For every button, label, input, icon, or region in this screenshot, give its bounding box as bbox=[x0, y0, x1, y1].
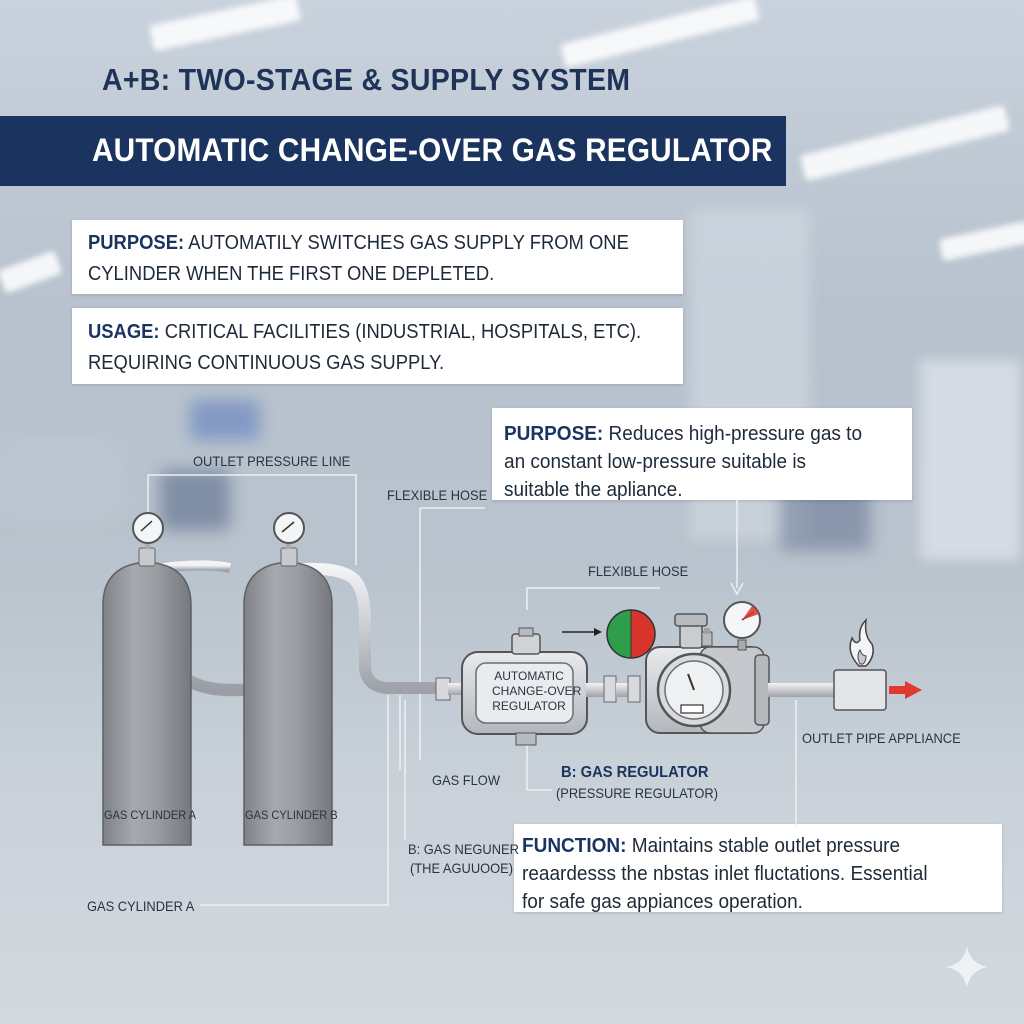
purpose-b-callout-arrow bbox=[730, 582, 744, 596]
usage-line1: CRITICAL FACILITIES (INDUSTRIAL, HOSPITA… bbox=[164, 321, 642, 343]
cylinder-a-gauge bbox=[132, 512, 164, 544]
flexible-hose-2-callout bbox=[526, 587, 660, 610]
cylinder-b bbox=[243, 535, 333, 846]
auto-regulator-line2: CHANGE-OVER bbox=[492, 684, 582, 698]
function-line1: Maintains stable outlet pressure bbox=[631, 835, 901, 857]
pressure-regulator bbox=[645, 613, 770, 734]
flexible-hose-callout bbox=[419, 507, 485, 760]
gas-regulator-callout bbox=[526, 735, 552, 791]
purpose-b-line3: suitable the apliance. bbox=[504, 479, 683, 501]
page-title: AUTOMATIC CHANGE-OVER GAS REGULATOR bbox=[92, 132, 773, 168]
wall-door bbox=[920, 360, 1020, 560]
purpose-card-a-text: PURPOSE: AUTOMATILY SWITCHES GAS SUPPLY … bbox=[88, 228, 629, 290]
indicator-arrow-head bbox=[594, 628, 602, 636]
cylinder-a-callout bbox=[200, 695, 389, 906]
purpose-b-key: PURPOSE: bbox=[504, 423, 604, 445]
connector-pipe bbox=[586, 683, 608, 697]
connector-pipe-2 bbox=[616, 683, 630, 697]
purpose-a-line2: CYLINDER WHEN THE FIRST ONE DEPLETED. bbox=[88, 263, 495, 285]
function-card bbox=[514, 824, 1002, 912]
auto-regulator-line1: AUTOMATIC bbox=[494, 669, 564, 683]
usage-card-text: USAGE: CRITICAL FACILITIES (INDUSTRIAL, … bbox=[88, 317, 641, 379]
pressure-regulator-label: (PRESSURE REGULATOR) bbox=[556, 785, 718, 801]
outlet-pressure-gauge bbox=[723, 601, 761, 651]
cylinder-b-gauge bbox=[273, 512, 305, 544]
connector-fitting-2 bbox=[627, 675, 641, 703]
cylinder-a-callout-label: GAS CYLINDER A bbox=[87, 898, 195, 914]
function-line3: for safe gas appiances operation. bbox=[522, 891, 803, 913]
blurred-equipment bbox=[0, 440, 120, 520]
usage-key: USAGE: bbox=[88, 321, 160, 343]
function-card-text: FUNCTION: Maintains stable outlet pressu… bbox=[522, 832, 928, 916]
cylinder-a-label: GAS CYLINDER A bbox=[104, 808, 197, 822]
flexible-hose-2-label: FLEXIBLE HOSE bbox=[588, 563, 689, 579]
inlet-fitting bbox=[435, 677, 451, 701]
sparkle-icon bbox=[946, 946, 988, 988]
purpose-card-b-text: PURPOSE: Reduces high-pressure gas to an… bbox=[504, 420, 862, 504]
purpose-card-b bbox=[492, 408, 912, 500]
blurred-equipment bbox=[160, 470, 230, 530]
function-key: FUNCTION: bbox=[522, 835, 627, 857]
purpose-a-key: PURPOSE: bbox=[88, 232, 185, 254]
purpose-b-line2: an constant low-pressure suitable is bbox=[504, 451, 807, 473]
purpose-b-line1: Reduces high-pressure gas to bbox=[608, 423, 863, 445]
auto-regulator-line3: REGULATOR bbox=[492, 699, 566, 713]
outlet-pressure-line-callout bbox=[148, 474, 357, 565]
system-subtitle: A+B: TWO-STAGE & SUPPLY SYSTEM bbox=[102, 62, 631, 97]
gas-regulator-label: B: GAS REGULATOR bbox=[561, 764, 709, 781]
cylinder-b-label: GAS CYLINDER B bbox=[245, 808, 338, 822]
gas-flow-label: GAS FLOW bbox=[432, 772, 500, 788]
outlet-pipe-appliance-label: OUTLET PIPE APPLIANCE bbox=[802, 730, 961, 746]
change-over-indicator bbox=[606, 609, 656, 659]
gas-neguner-label: B: GAS NEGUNER bbox=[408, 841, 519, 857]
automatic-change-over-regulator bbox=[461, 627, 588, 746]
auto-regulator-nameplate: AUTOMATIC CHANGE-OVER REGULATOR bbox=[492, 669, 582, 714]
outlet-pressure-line-label: OUTLET PRESSURE LINE bbox=[193, 453, 351, 469]
connector-fitting-1 bbox=[603, 675, 617, 703]
blurred-screen bbox=[190, 400, 260, 440]
flame-icon bbox=[849, 617, 874, 667]
purpose-card-a bbox=[72, 220, 683, 294]
usage-line2: REQUIRING CONTINUOUS GAS SUPPLY. bbox=[88, 352, 445, 374]
outflow-arrow-icon bbox=[889, 681, 922, 699]
cylinder-a bbox=[102, 535, 192, 846]
title-banner bbox=[0, 116, 786, 186]
inlet-pipe bbox=[448, 683, 464, 695]
callout-lines bbox=[147, 474, 797, 906]
usage-card bbox=[72, 308, 683, 384]
function-line2: reaardesss the nbstas inlet fluctations.… bbox=[522, 863, 928, 885]
appliance-burner bbox=[833, 669, 887, 711]
purpose-a-line1: AUTOMATILY SWITCHES GAS SUPPLY FROM ONE bbox=[188, 232, 629, 254]
gas-neguner-sublabel: (THE AGUUOOE) bbox=[410, 860, 514, 876]
outlet-pipe bbox=[768, 683, 834, 697]
flexible-hose-label: FLEXIBLE HOSE bbox=[387, 487, 488, 503]
pipe-cylinder-b bbox=[284, 562, 446, 694]
